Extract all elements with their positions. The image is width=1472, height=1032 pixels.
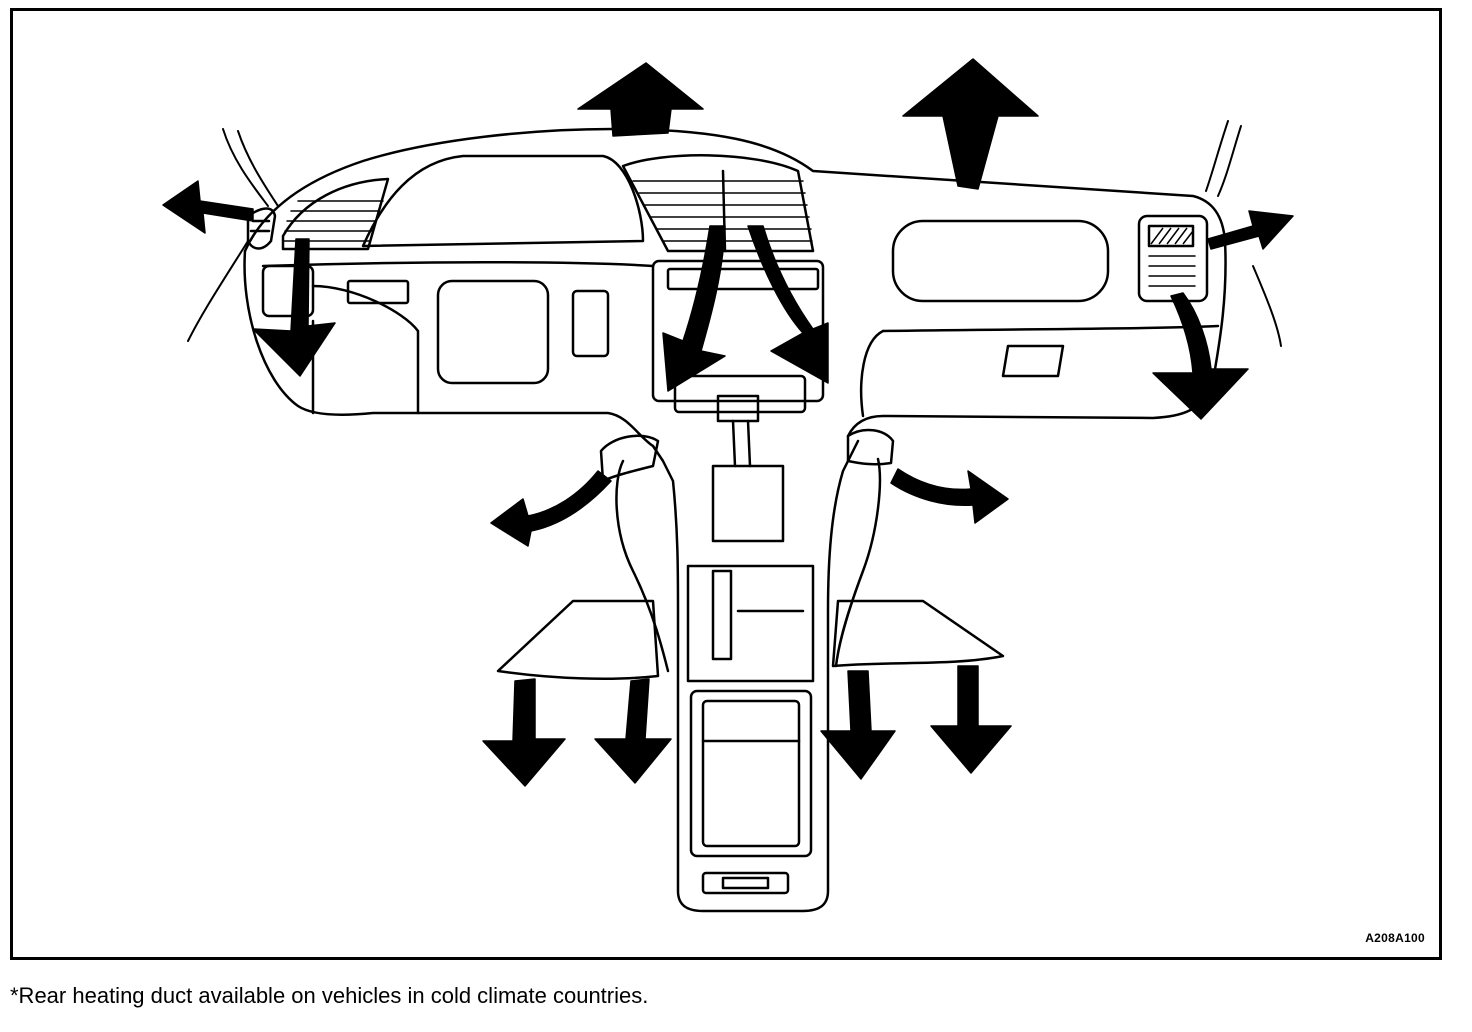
right-floor-duct xyxy=(831,599,1005,668)
diagram-frame: A208A100 xyxy=(10,8,1442,960)
glove-box-latch xyxy=(1001,344,1065,378)
floor-arrow-1 xyxy=(482,678,566,787)
left-heater-flap xyxy=(599,434,660,483)
heater-arrow-left xyxy=(490,470,612,547)
windshield-pillars xyxy=(187,120,1282,347)
center-vents xyxy=(621,154,815,253)
lower-left-panel xyxy=(261,264,610,415)
air-distribution-diagram xyxy=(162,58,1294,913)
face-vent-arrow-center-left xyxy=(662,225,726,392)
side-vent-arrow-left xyxy=(162,180,254,234)
right-vent-hatching xyxy=(1150,227,1194,245)
face-vent-arrow-left xyxy=(252,238,336,377)
side-vent-arrow-right xyxy=(1207,210,1294,250)
center-console xyxy=(615,394,882,913)
right-vent xyxy=(1137,214,1209,303)
right-heater-flap xyxy=(846,428,895,466)
left-floor-duct xyxy=(496,599,660,680)
floor-arrow-2 xyxy=(594,678,672,784)
left-side-vent xyxy=(246,207,277,250)
figure-caption: *Rear heating duct available on vehicles… xyxy=(10,983,649,1008)
defrost-arrow-right xyxy=(902,58,1039,190)
defrost-arrow-center xyxy=(577,62,704,137)
left-center-vent xyxy=(281,177,390,251)
floor-arrow-4 xyxy=(930,665,1012,774)
figure-code: A208A100 xyxy=(1365,931,1425,945)
dashboard-outline xyxy=(243,127,1227,448)
instrument-cluster-hood xyxy=(361,154,645,248)
floor-arrow-3 xyxy=(820,670,896,780)
face-vent-arrow-right xyxy=(1152,292,1249,420)
face-vent-arrow-center-right xyxy=(747,225,829,384)
passenger-panel xyxy=(891,219,1110,303)
heater-arrow-right xyxy=(890,468,1009,524)
